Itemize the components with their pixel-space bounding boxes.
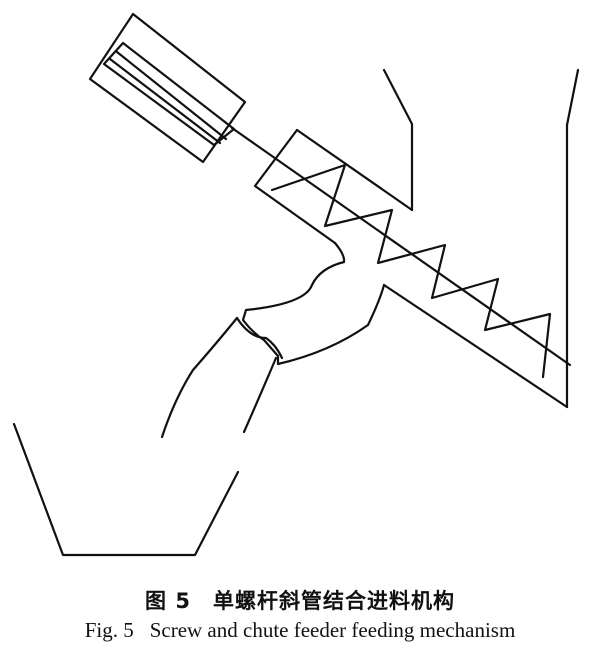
caption-cn-title: 单螺杆斜管结合进料机构 bbox=[212, 589, 455, 613]
feeder-diagram bbox=[12, 12, 580, 557]
motor-stripe-2 bbox=[108, 57, 222, 145]
chute-upper-body bbox=[241, 241, 386, 366]
caption-cn-label: 图 5 bbox=[145, 589, 191, 613]
chute-lower-left-wall bbox=[160, 316, 239, 439]
motor-inner-frame bbox=[102, 41, 236, 147]
caption-chinese: 图 5 单螺杆斜管结合进料机构 bbox=[0, 585, 600, 615]
hopper-left-wall bbox=[382, 68, 414, 212]
tube-lower-left bbox=[253, 128, 337, 245]
receiving-bin bbox=[12, 422, 240, 557]
tube-upper-edge bbox=[295, 128, 414, 212]
motor-housing bbox=[88, 12, 247, 164]
motor-stripe-1 bbox=[115, 50, 228, 141]
chute-joint-seam bbox=[235, 316, 284, 360]
feed-hopper bbox=[382, 68, 580, 409]
screw-flight bbox=[270, 163, 552, 379]
tube-lower-edge bbox=[382, 283, 569, 409]
chute-lower-right-wall bbox=[242, 356, 278, 434]
caption-en-label: Fig. 5 bbox=[84, 618, 134, 642]
motor bbox=[88, 12, 247, 164]
diagram-canvas bbox=[12, 12, 580, 557]
caption-english: Fig. 5 Screw and chute feeder feeding mec… bbox=[0, 618, 600, 643]
screw-tube bbox=[253, 128, 569, 409]
hopper-right-wall bbox=[565, 68, 580, 409]
chute bbox=[160, 241, 386, 439]
screw-shaft bbox=[230, 126, 572, 367]
caption-en-title: Screw and chute feeder feeding mechanism bbox=[149, 618, 516, 642]
